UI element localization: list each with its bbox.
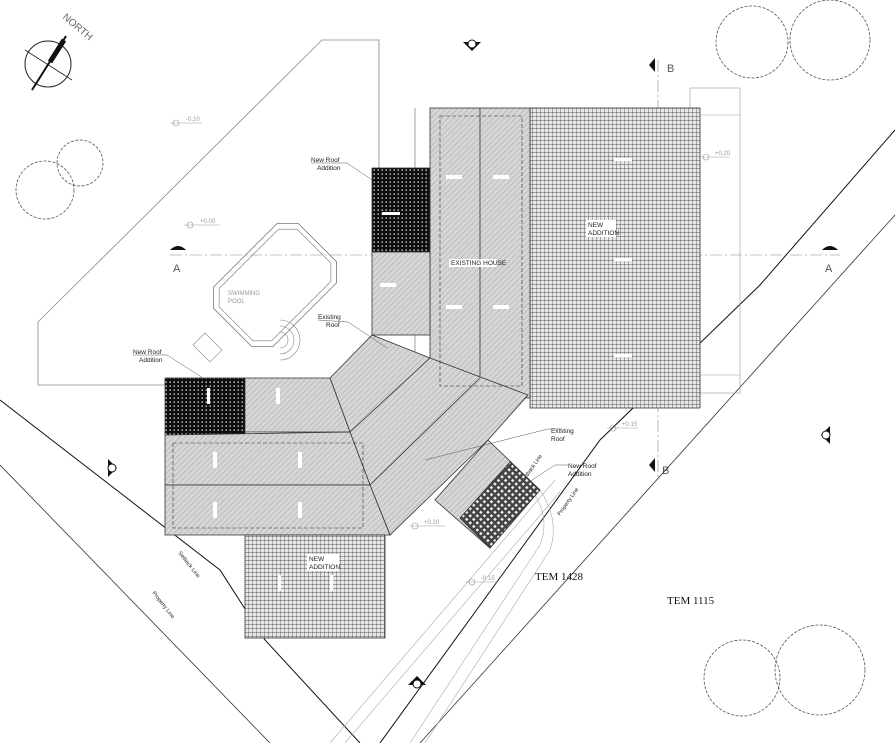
svg-text:New Roof: New Roof xyxy=(133,349,162,356)
svg-text:+0.20: +0.20 xyxy=(715,151,731,157)
north-arrow-icon: NORTH xyxy=(24,12,94,91)
swimming-pool xyxy=(213,223,337,347)
svg-text:POOL: POOL xyxy=(228,299,245,305)
svg-text:Addition: Addition xyxy=(139,357,163,364)
svg-text:A: A xyxy=(173,263,181,275)
svg-text:+0.00: +0.00 xyxy=(200,219,216,225)
svg-text:New Roof: New Roof xyxy=(311,157,340,164)
svg-text:NEW: NEW xyxy=(588,222,604,229)
new-roof-addition-left xyxy=(164,377,246,436)
svg-text:+0.15: +0.15 xyxy=(622,422,638,428)
svg-text:Property Line: Property Line xyxy=(150,591,175,620)
svg-text:Existing: Existing xyxy=(551,428,574,435)
tree-icon xyxy=(15,0,871,717)
slope-arrow-icon xyxy=(207,158,632,591)
svg-text:-0.10: -0.10 xyxy=(186,117,200,123)
svg-text:New Roof: New Roof xyxy=(568,463,597,470)
roof-plan xyxy=(164,107,701,639)
svg-text:Roof: Roof xyxy=(551,436,565,443)
existing-house-label: EXISTING HOUSE xyxy=(451,260,507,267)
svg-text:B: B xyxy=(667,63,674,75)
view-marker-icon xyxy=(107,39,831,689)
svg-text:Addition: Addition xyxy=(317,165,341,172)
lot-label-tem-1428: TEM 1428 xyxy=(535,571,583,583)
property-line-left xyxy=(0,464,271,743)
svg-text:-0.15: -0.15 xyxy=(481,576,495,582)
svg-text:Existing: Existing xyxy=(318,314,341,321)
svg-text:B: B xyxy=(662,465,669,477)
svg-text:NEW: NEW xyxy=(309,556,325,563)
new-roof-addition-corner xyxy=(459,461,541,549)
new-addition-bottom xyxy=(244,534,386,639)
setback-line-left xyxy=(0,399,361,743)
svg-text:Addition: Addition xyxy=(568,471,592,478)
property-line-right xyxy=(419,214,895,743)
new-roof-addition-top xyxy=(371,167,431,253)
svg-text:Property Line: Property Line xyxy=(557,487,581,517)
svg-text:ADDITION: ADDITION xyxy=(588,230,619,237)
svg-text:Roof: Roof xyxy=(326,322,340,329)
svg-text:A: A xyxy=(825,263,833,275)
lot-label-tem-1115: TEM 1115 xyxy=(667,595,715,607)
svg-text:ADDITION: ADDITION xyxy=(309,564,340,571)
svg-text:Setback Line: Setback Line xyxy=(176,551,200,580)
svg-text:SWIMMING: SWIMMING xyxy=(228,291,260,297)
yard-boundary xyxy=(37,39,380,385)
elevation-marker-icon xyxy=(170,119,730,586)
svg-text:+0.20: +0.20 xyxy=(424,520,440,526)
